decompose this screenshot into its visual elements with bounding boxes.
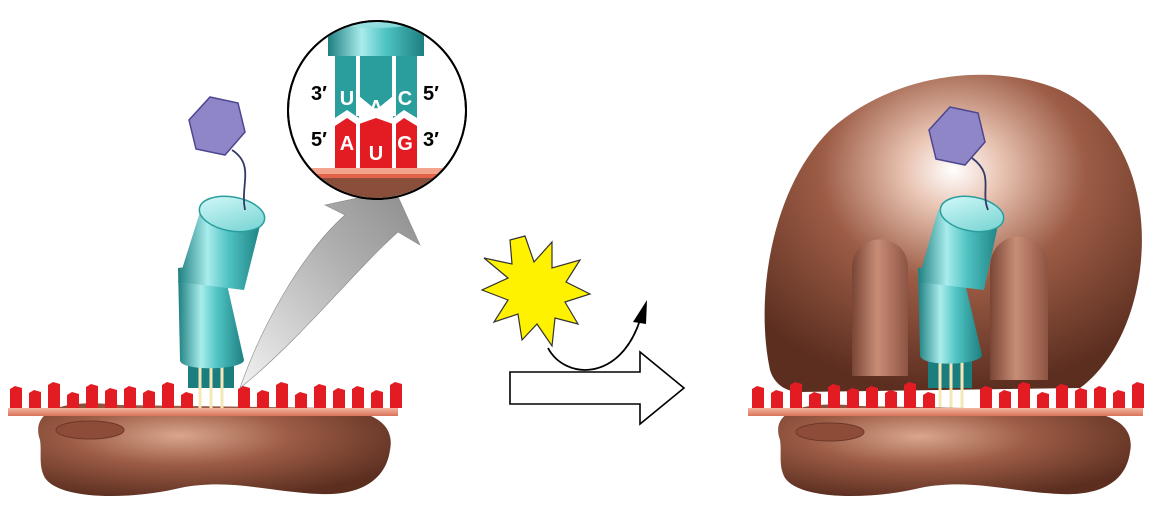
mrna-base (314, 384, 326, 408)
mrna-base (980, 386, 992, 408)
codon-3prime-label: 3′ (423, 129, 439, 151)
mrna-base (752, 386, 764, 408)
mrna-base (333, 388, 345, 408)
small-ribosomal-subunit (38, 403, 391, 496)
mrna-base (999, 390, 1011, 408)
mrna-base (1037, 392, 1049, 408)
codon-base-3: G (397, 133, 413, 155)
mrna-base (371, 390, 383, 408)
codon-base-2: U (369, 143, 383, 165)
mrna-base (390, 382, 402, 408)
mrna-base (1132, 382, 1144, 408)
mrna-base (923, 392, 935, 408)
mrna-base (124, 386, 136, 408)
codon-anticodon-inset: U A C A U G 3′ 5′ 5′ 3′ (288, 8, 470, 218)
anticodon-base-1: U (340, 88, 354, 110)
mrna-base (809, 392, 821, 408)
mrna-base (29, 390, 41, 408)
curved-arrow-head (633, 300, 647, 324)
p-site-pillar (852, 240, 908, 377)
mrna-base (828, 384, 840, 408)
subunit-groove (56, 421, 124, 439)
mrna-base (904, 382, 916, 408)
methionine-hexagon (189, 97, 245, 155)
mrna-base (276, 382, 288, 408)
initiation-complex (748, 75, 1144, 496)
mrna-base (67, 392, 79, 408)
mrna-base (10, 386, 22, 408)
anticodon-5prime-label: 5′ (423, 83, 439, 105)
mrna-base (105, 388, 117, 408)
mrna-base (790, 382, 802, 408)
a-site-pillar (990, 237, 1048, 381)
energy-release (482, 236, 684, 424)
mrna-base (885, 390, 897, 408)
mrna-base (181, 392, 193, 408)
codon-base-1: A (340, 133, 354, 155)
subunit-groove-right (796, 423, 864, 441)
mrna-base (771, 390, 783, 408)
mrna-base (48, 382, 60, 408)
mrna-base (1113, 390, 1125, 408)
mrna-base (257, 390, 269, 408)
hollow-right-arrow-icon (510, 352, 684, 424)
mrna-base (1018, 382, 1030, 408)
anticodon-base-3: C (398, 88, 412, 110)
zoom-arrow (240, 190, 420, 388)
mrna-base (352, 386, 364, 408)
curved-arrow-icon (548, 320, 640, 370)
codon-5prime-label: 5′ (311, 129, 327, 151)
mrna-base (162, 382, 174, 408)
starburst-icon (482, 236, 590, 346)
mrna-base (1075, 388, 1087, 408)
mrna-base (143, 390, 155, 408)
mrna-base (1056, 384, 1068, 408)
mrna-base (295, 392, 307, 408)
anticodon-3prime-label: 3′ (311, 83, 327, 105)
mrna-base (86, 384, 98, 408)
mrna-base (847, 388, 859, 408)
mrna-base (1094, 386, 1106, 408)
mrna-base (866, 386, 878, 408)
anticodon-base-2: A (369, 97, 383, 119)
small-ribosomal-subunit-right (778, 404, 1131, 496)
mrna-base (238, 386, 250, 408)
